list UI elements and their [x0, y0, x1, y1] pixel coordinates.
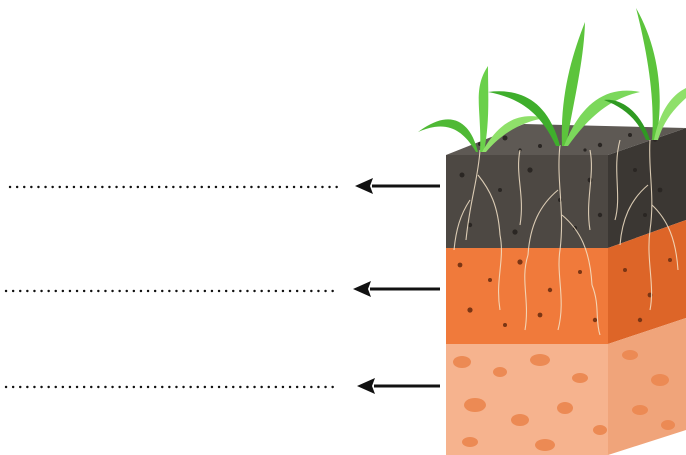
- soil-block: [418, 8, 686, 455]
- arrow-left-icon: [353, 281, 440, 297]
- label-row-topsoil: [10, 178, 440, 194]
- label-row-parent-material: [6, 378, 440, 394]
- arrow-left-icon: [355, 178, 440, 194]
- layer-subsoil: [446, 248, 608, 344]
- layer-topsoil: [446, 155, 608, 248]
- label-row-subsoil: [6, 281, 440, 297]
- arrow-left-icon: [357, 378, 440, 394]
- plant-seedlings: [418, 8, 686, 152]
